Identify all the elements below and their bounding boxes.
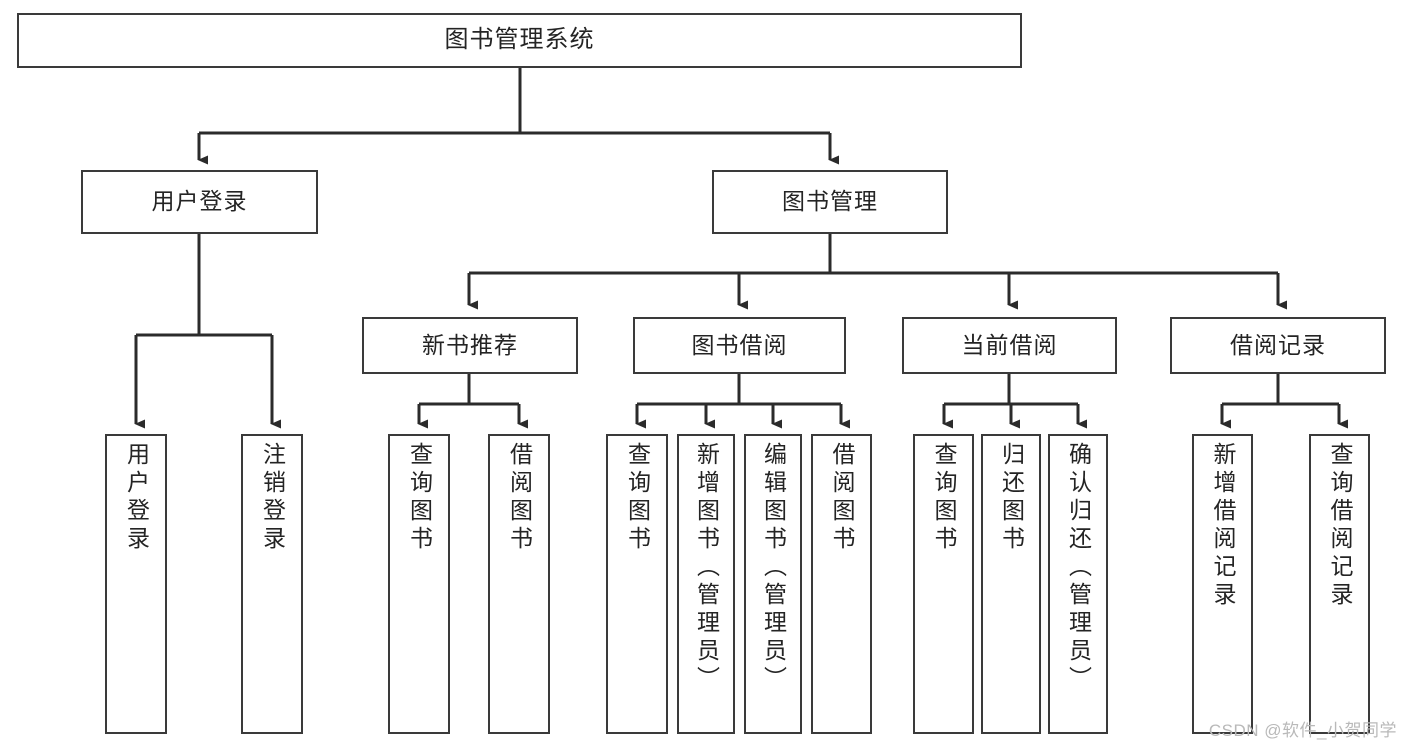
leaf-label: 查询图书 [406,442,433,554]
node-user-login-label: 用户登录 [151,188,248,215]
node-root-label: 图书管理系统 [444,26,595,54]
node-current-borrow[interactable]: 当前借阅 [902,317,1117,374]
node-book-management[interactable]: 图书管理 [712,170,948,234]
leaf-user-login-login[interactable]: 用户登录 [105,434,167,734]
leaf-book-borrow-add[interactable]: 新增图书（管理员） [677,434,735,734]
leaf-label: 查询图书 [624,442,651,554]
node-book-management-label: 图书管理 [782,188,878,215]
leaf-label: 用户登录 [123,442,150,554]
leaf-new-book-query[interactable]: 查询图书 [388,434,450,734]
node-user-login[interactable]: 用户登录 [81,170,318,234]
node-new-book-recommend-label: 新书推荐 [422,331,518,358]
leaf-label: 借阅图书 [829,442,855,554]
leaf-label: 借阅图书 [506,442,533,554]
node-borrow-record-label: 借阅记录 [1230,331,1326,358]
leaf-borrow-record-query[interactable]: 查询借阅记录 [1309,434,1370,734]
leaf-book-borrow-query[interactable]: 查询图书 [606,434,668,734]
leaf-label: 注销登录 [259,442,286,554]
leaf-label: 查询借阅记录 [1327,442,1353,610]
leaf-current-borrow-query[interactable]: 查询图书 [913,434,974,734]
leaf-book-borrow-edit[interactable]: 编辑图书（管理员） [744,434,802,734]
leaf-book-borrow-borrow[interactable]: 借阅图书 [811,434,872,734]
node-book-borrow[interactable]: 图书借阅 [633,317,846,374]
leaf-user-login-logout[interactable]: 注销登录 [241,434,303,734]
node-borrow-record[interactable]: 借阅记录 [1170,317,1386,374]
node-root[interactable]: 图书管理系统 [17,13,1022,68]
leaf-current-borrow-return[interactable]: 归还图书 [981,434,1041,734]
node-new-book-recommend[interactable]: 新书推荐 [362,317,578,374]
watermark: CSDN @软件_小贺同学 [1208,721,1397,740]
leaf-label: 确认归还（管理员） [1065,442,1092,694]
node-book-borrow-label: 图书借阅 [691,331,788,358]
leaf-label: 新增借阅记录 [1210,442,1236,610]
leaf-new-book-borrow[interactable]: 借阅图书 [488,434,550,734]
leaf-borrow-record-add[interactable]: 新增借阅记录 [1192,434,1253,734]
leaf-label: 新增图书（管理员） [693,442,720,694]
node-current-borrow-label: 当前借阅 [961,331,1058,358]
leaf-label: 查询图书 [931,442,957,554]
leaf-current-borrow-confirm-return[interactable]: 确认归还（管理员） [1048,434,1108,734]
leaf-label: 归还图书 [998,442,1025,554]
leaf-label: 编辑图书（管理员） [760,442,787,694]
